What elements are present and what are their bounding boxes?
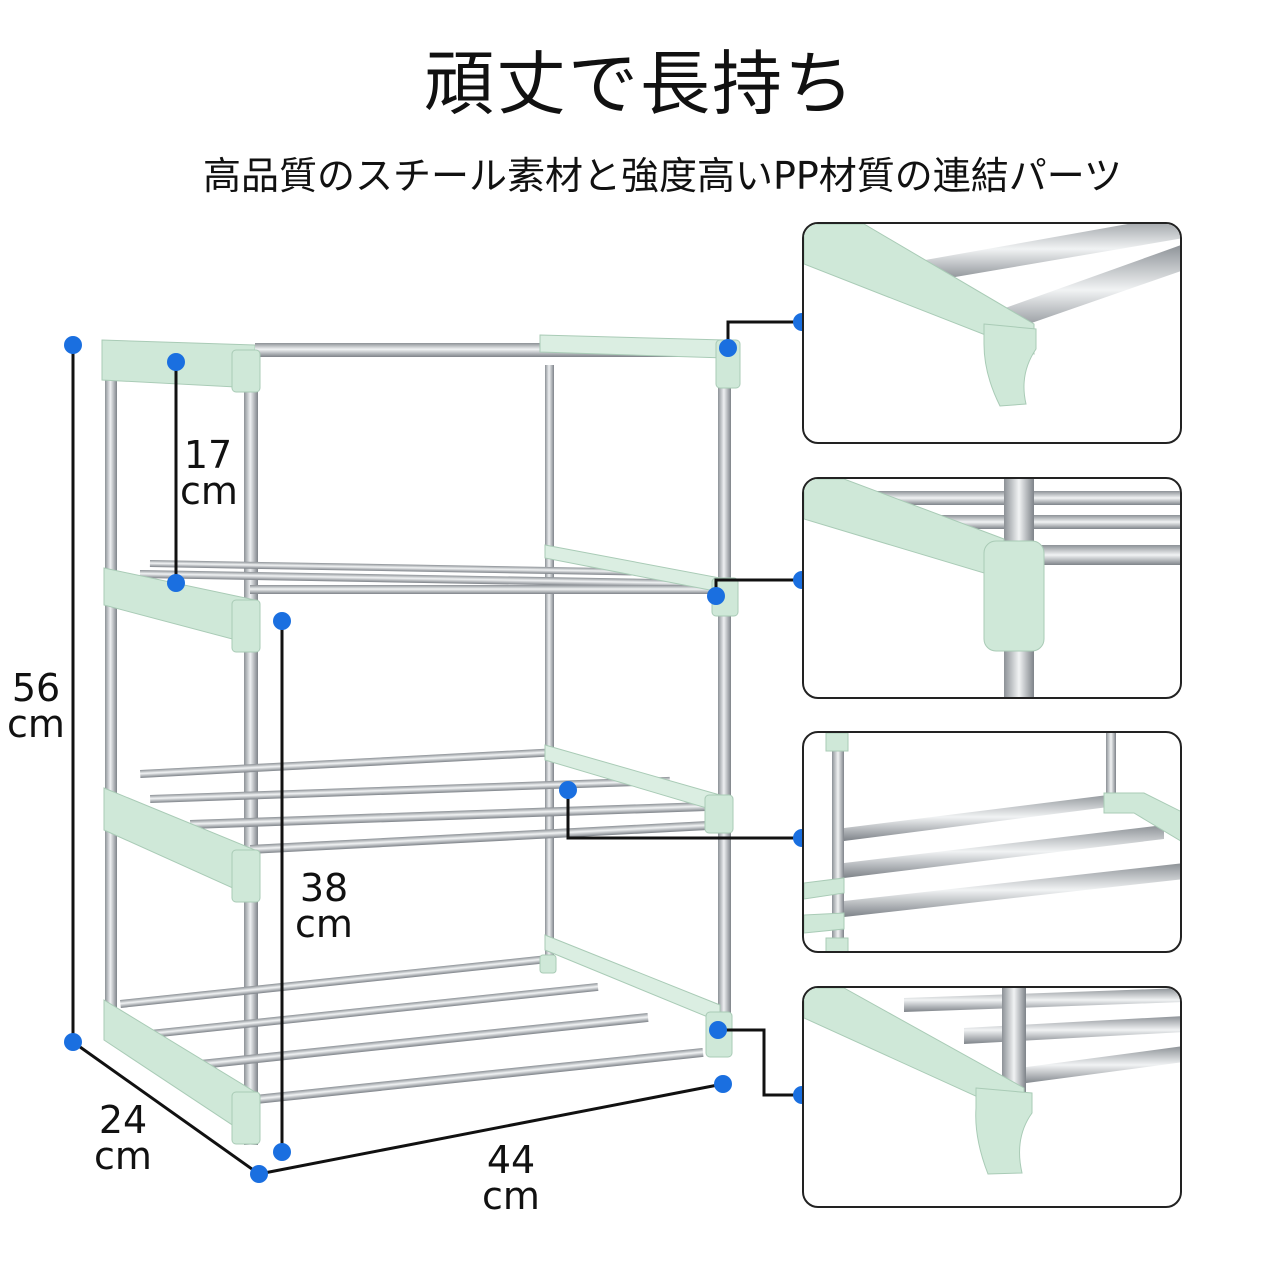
width-unit: cm [482, 1174, 540, 1218]
dimension-lines [71, 320, 800, 1176]
page-title: 頑丈で長持ち [424, 43, 856, 125]
depth-unit: cm [94, 1134, 152, 1178]
depth-label: 24 cm [92, 1098, 154, 1178]
back-post [545, 365, 554, 965]
shelf-2 [103, 544, 739, 653]
shelf-gap-unit: cm [180, 469, 238, 513]
right-post [718, 380, 731, 1040]
shelf-3 [103, 744, 734, 903]
detail-panel-shelf-joint [802, 477, 1182, 699]
detail-panel-bottom-foot [802, 986, 1182, 1208]
height-label: 56 cm [5, 666, 67, 746]
detail-panel-top-corner [802, 222, 1182, 444]
bottom-foot-detail [804, 988, 1180, 1175]
page-subtitle: 高品質のスチール素材と強度高いPP材質の連結パーツ [202, 154, 1123, 198]
mid-shelf-detail [804, 733, 1180, 951]
depth-value: 24 [98, 1098, 148, 1142]
top-shelf [101, 334, 741, 393]
lower-height-label: 38 cm [293, 866, 355, 946]
lower-height-unit: cm [295, 902, 353, 946]
width-label: 44 cm [480, 1138, 542, 1218]
shelf-4 [103, 934, 733, 1145]
detail-panel-mid-shelf [802, 731, 1182, 953]
shelf-gap-value: 17 [183, 433, 233, 477]
height-value: 56 [11, 666, 61, 710]
shelf-joint-detail [804, 479, 1180, 697]
height-unit: cm [7, 702, 65, 746]
shelf-gap-label: 17 cm [180, 433, 238, 513]
width-value: 44 [486, 1138, 536, 1182]
top-corner-detail [804, 224, 1180, 407]
lower-height-value: 38 [299, 866, 349, 910]
left-back-post [105, 375, 117, 1030]
